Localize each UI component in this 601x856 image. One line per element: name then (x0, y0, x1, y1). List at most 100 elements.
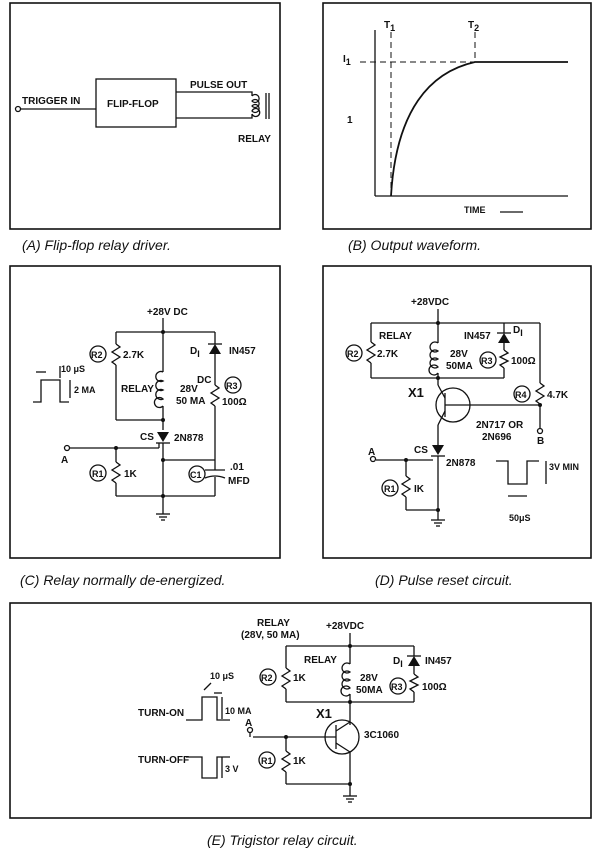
pulse-out-wire (176, 91, 253, 96)
r3-resistor (209, 384, 221, 407)
output-curve (390, 61, 568, 197)
r2-resistor (110, 343, 122, 366)
r3-value: 100Ω (222, 397, 247, 408)
r1-value: 1K (124, 469, 138, 480)
pulse-amplitude-label: 2 MA (74, 385, 96, 395)
r2-resistor (280, 667, 292, 690)
t2-label: T2 (468, 20, 479, 33)
r1-badge (381, 479, 399, 497)
coil-voltage: 28V (450, 349, 468, 360)
r3-resistor (408, 673, 420, 693)
relay-spec-label: RELAY (257, 618, 290, 629)
caption-b: (B) Output waveform. (348, 237, 481, 253)
r3-badge (479, 351, 497, 369)
r1-resistor (110, 461, 122, 484)
relay-label: RELAY (238, 134, 271, 145)
svg-text:R3: R3 (226, 381, 238, 391)
d1-label: DI (513, 325, 523, 338)
svg-text:R1: R1 (92, 469, 104, 479)
turn-on-label: TURN-ON (138, 708, 184, 719)
supply-label: +28VDC (411, 297, 449, 308)
pulse-width-label: 10 μS (210, 671, 234, 681)
svg-text:R3: R3 (391, 682, 403, 692)
coil-current: 50 MA (176, 396, 205, 407)
coil-voltage: 28V (360, 673, 378, 684)
i1-label: I1 (343, 54, 351, 67)
r1-value: IK (414, 484, 425, 495)
trigistor-part: 3C1060 (364, 730, 399, 741)
r2-badge (345, 344, 363, 362)
panel-b-frame (322, 2, 592, 230)
scr-part: 2N878 (174, 433, 204, 444)
r2-value: 2.7K (377, 349, 399, 360)
svg-text:R1: R1 (384, 484, 396, 494)
turn-on-amplitude: 10 MA (225, 706, 252, 716)
turn-off-label: TURN-OFF (138, 755, 189, 766)
relay-spec-value: (28V, 50 MA) (241, 630, 300, 641)
r3-badge (389, 677, 407, 695)
cs-scr (157, 432, 169, 442)
coil-current: 50MA (446, 361, 473, 372)
r3-value: 100Ω (422, 682, 447, 693)
trigger-terminal (14, 105, 22, 113)
t1-label: T1 (384, 20, 395, 33)
flip-flop-label: FLIP-FLOP (107, 99, 159, 110)
panel-a-frame (9, 2, 281, 230)
r3-value: 100Ω (511, 356, 536, 367)
coil-voltage: 28V (180, 384, 198, 395)
caption-c: (C) Relay normally de-energized. (20, 572, 225, 588)
d1-diode (408, 656, 420, 666)
relay-coil (251, 93, 261, 118)
transistor-alt-part: 2N696 (482, 432, 512, 443)
x1-label: X1 (316, 706, 332, 721)
flip-flop-block (95, 78, 177, 128)
relay-coil (340, 662, 352, 697)
node-a-label: A (61, 455, 68, 466)
scr-part: 2N878 (446, 458, 476, 469)
r4-resistor (534, 382, 546, 405)
r4-badge (513, 385, 531, 403)
pulse-width-label: 50μS (509, 513, 531, 523)
r3-badge (224, 376, 242, 394)
cs-label: CS (140, 432, 154, 443)
c1-value: .01 (230, 462, 244, 473)
caption-e: (E) Trigistor relay circuit. (207, 832, 358, 848)
r1-resistor (400, 475, 412, 498)
x1-label: X1 (408, 385, 424, 400)
svg-text:C1: C1 (190, 470, 202, 480)
node-a (63, 444, 71, 452)
time-label: TIME (464, 205, 486, 215)
caption-d: (D) Pulse reset circuit. (375, 572, 513, 588)
transistor-part: 2N717 OR (476, 420, 524, 431)
svg-text:R1: R1 (261, 756, 273, 766)
svg-text:R2: R2 (347, 349, 359, 359)
r2-badge (259, 668, 277, 686)
node-b (536, 427, 544, 435)
r1-badge (89, 464, 107, 482)
turn-on-pulse (186, 696, 230, 721)
d1-part: IN457 (425, 656, 452, 667)
panel-e-frame (9, 602, 592, 819)
panel-c: +28V DC R2 2.7K DI IN457 DC R3 100Ω RELA… (9, 265, 281, 588)
r1-badge (258, 751, 276, 769)
r1-value: 1K (293, 756, 307, 767)
d1-diode (209, 344, 221, 354)
turn-off-pulse (186, 756, 230, 779)
r2-resistor (365, 341, 377, 364)
r2-value: 2.7K (123, 350, 145, 361)
dc-label: DC (197, 375, 211, 386)
trigger-in-label: TRIGGER IN (22, 96, 80, 107)
relay-label: RELAY (379, 331, 412, 342)
relay-coil (153, 370, 165, 409)
cs-label: CS (414, 445, 428, 456)
cs-scr (432, 445, 444, 455)
pulse-amplitude-label: 3V MIN (549, 462, 579, 472)
supply-label: +28V DC (147, 307, 188, 318)
panel-a: TRIGGER IN FLIP-FLOP PULSE OUT RELAY (A)… (9, 2, 281, 253)
svg-text:R3: R3 (481, 356, 493, 366)
relay-label: RELAY (304, 655, 337, 666)
d1-part: IN457 (229, 346, 256, 357)
r2-badge (89, 345, 107, 363)
node-a-label: A (368, 447, 375, 458)
